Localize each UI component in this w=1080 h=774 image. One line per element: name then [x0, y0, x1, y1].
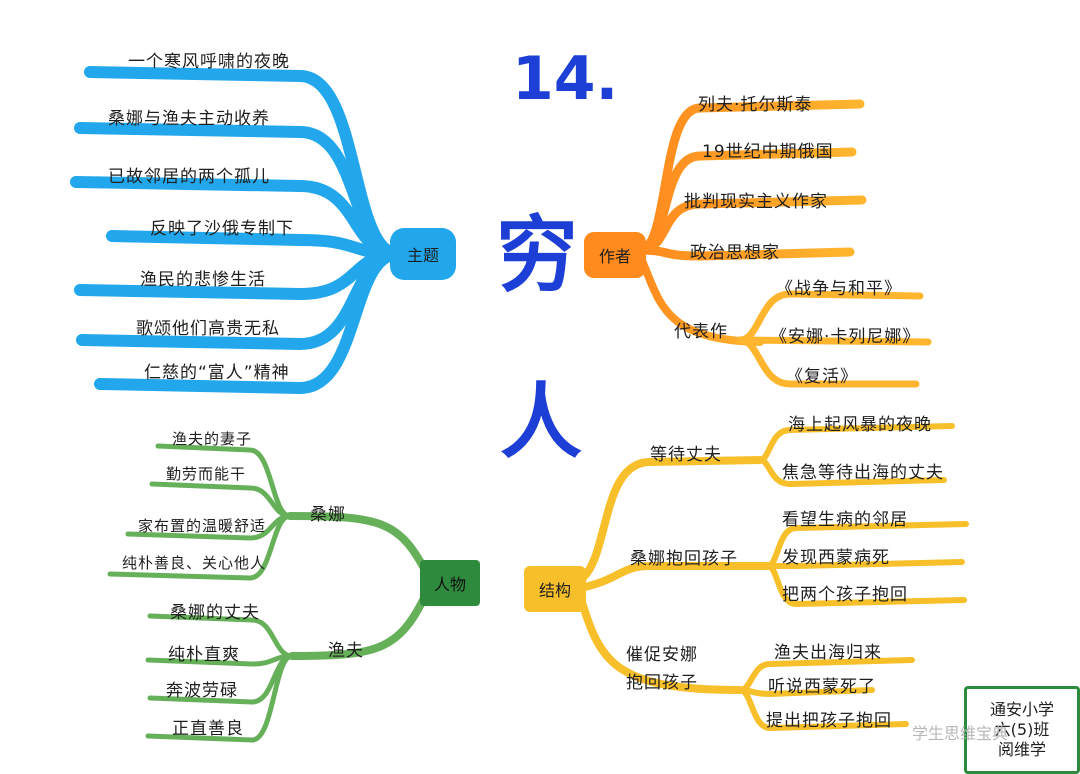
author-work: 《复活》 [786, 367, 858, 387]
structure-leaf [765, 563, 967, 608]
theme-hub: 主题 [390, 228, 456, 280]
theme-item: 反映了沙俄专制下 [150, 219, 294, 239]
structure-item: 海上起风暴的夜晚 [788, 415, 932, 435]
sangna-trait: 纯朴善良、关心他人 [122, 554, 267, 572]
characters-leaf [145, 653, 295, 743]
yufu-trait: 纯朴直爽 [168, 645, 240, 665]
sangna-label: 桑娜 [310, 505, 346, 525]
structure-item: 听说西蒙死了 [768, 677, 876, 697]
structure-hub: 结构 [524, 566, 586, 612]
author-item: 19世纪中期俄国 [702, 142, 834, 162]
author-works-label: 代表作 [674, 322, 728, 342]
structure-section-label: 桑娜抱回孩子 [630, 549, 738, 569]
structure-leaf [737, 687, 909, 732]
yufu-trait: 奔波劳碌 [166, 681, 238, 701]
structure-item: 发现西蒙病死 [782, 548, 890, 568]
author-item: 政治思想家 [690, 243, 780, 263]
theme-item: 仁慈的“富人”精神 [144, 363, 290, 383]
sangna-trait: 勤劳而能干 [166, 465, 247, 483]
theme-branch [94, 248, 404, 395]
author-work: 《安娜·卡列尼娜》 [770, 327, 921, 347]
author-hub: 作者 [584, 232, 646, 278]
structure-section-label-line: 抱回孩子 [626, 673, 698, 693]
watermark: 学生思维宝典 [912, 724, 1009, 743]
sangna-trait: 渔夫的妻子 [172, 430, 253, 448]
author-work: 《战争与和平》 [776, 279, 902, 299]
structure-item: 看望生病的邻居 [782, 510, 908, 530]
title-char-2: 人 [500, 375, 583, 470]
theme-item: 一个寒风呼啸的夜晚 [128, 52, 290, 72]
theme-item: 桑娜与渔夫主动收养 [108, 109, 270, 129]
title-char-1: 穷 [496, 208, 579, 303]
characters-hub: 人物 [420, 560, 480, 606]
structure-item: 渔夫出海归来 [774, 643, 882, 663]
author-work-branch [736, 336, 932, 346]
stamp-line: 阅维学 [997, 740, 1046, 759]
yufu-label: 渔夫 [328, 641, 364, 661]
structure-item: 焦急等待出海的丈夫 [782, 463, 944, 483]
theme-item: 渔民的悲惨生活 [140, 270, 266, 290]
characters-branch [286, 512, 432, 580]
stamp-line: 通安小学 [989, 700, 1054, 719]
structure-item: 把两个孩子抱回 [782, 585, 908, 605]
structure-section-label-line: 催促安娜 [626, 645, 698, 665]
structure-branch [576, 456, 764, 584]
author-works-branch [636, 252, 764, 346]
author-item: 列夫·托尔斯泰 [698, 95, 813, 115]
structure-branch [576, 562, 772, 592]
characters-leaf [149, 481, 293, 519]
lesson-number: 14. [512, 44, 619, 114]
author-item: 批判现实主义作家 [684, 192, 828, 212]
theme-item: 歌颂他们高贵无私 [136, 319, 280, 339]
structure-leaf [757, 457, 947, 488]
yufu-trait: 正直善良 [172, 719, 244, 739]
author-branch [635, 245, 855, 261]
sangna-trait: 家布置的温暖舒适 [138, 517, 267, 535]
structure-item: 提出把孩子抱回 [766, 711, 892, 731]
theme-item: 已故邻居的两个孤儿 [108, 167, 270, 187]
stamp-line: 六(5)班 [994, 720, 1050, 739]
structure-section-label: 等待丈夫 [650, 445, 722, 465]
structure-branch [576, 592, 744, 694]
author-work-branch [736, 336, 920, 388]
characters-branch [288, 586, 432, 660]
characters-leaf [107, 513, 293, 581]
yufu-trait: 桑娜的丈夫 [170, 603, 260, 623]
